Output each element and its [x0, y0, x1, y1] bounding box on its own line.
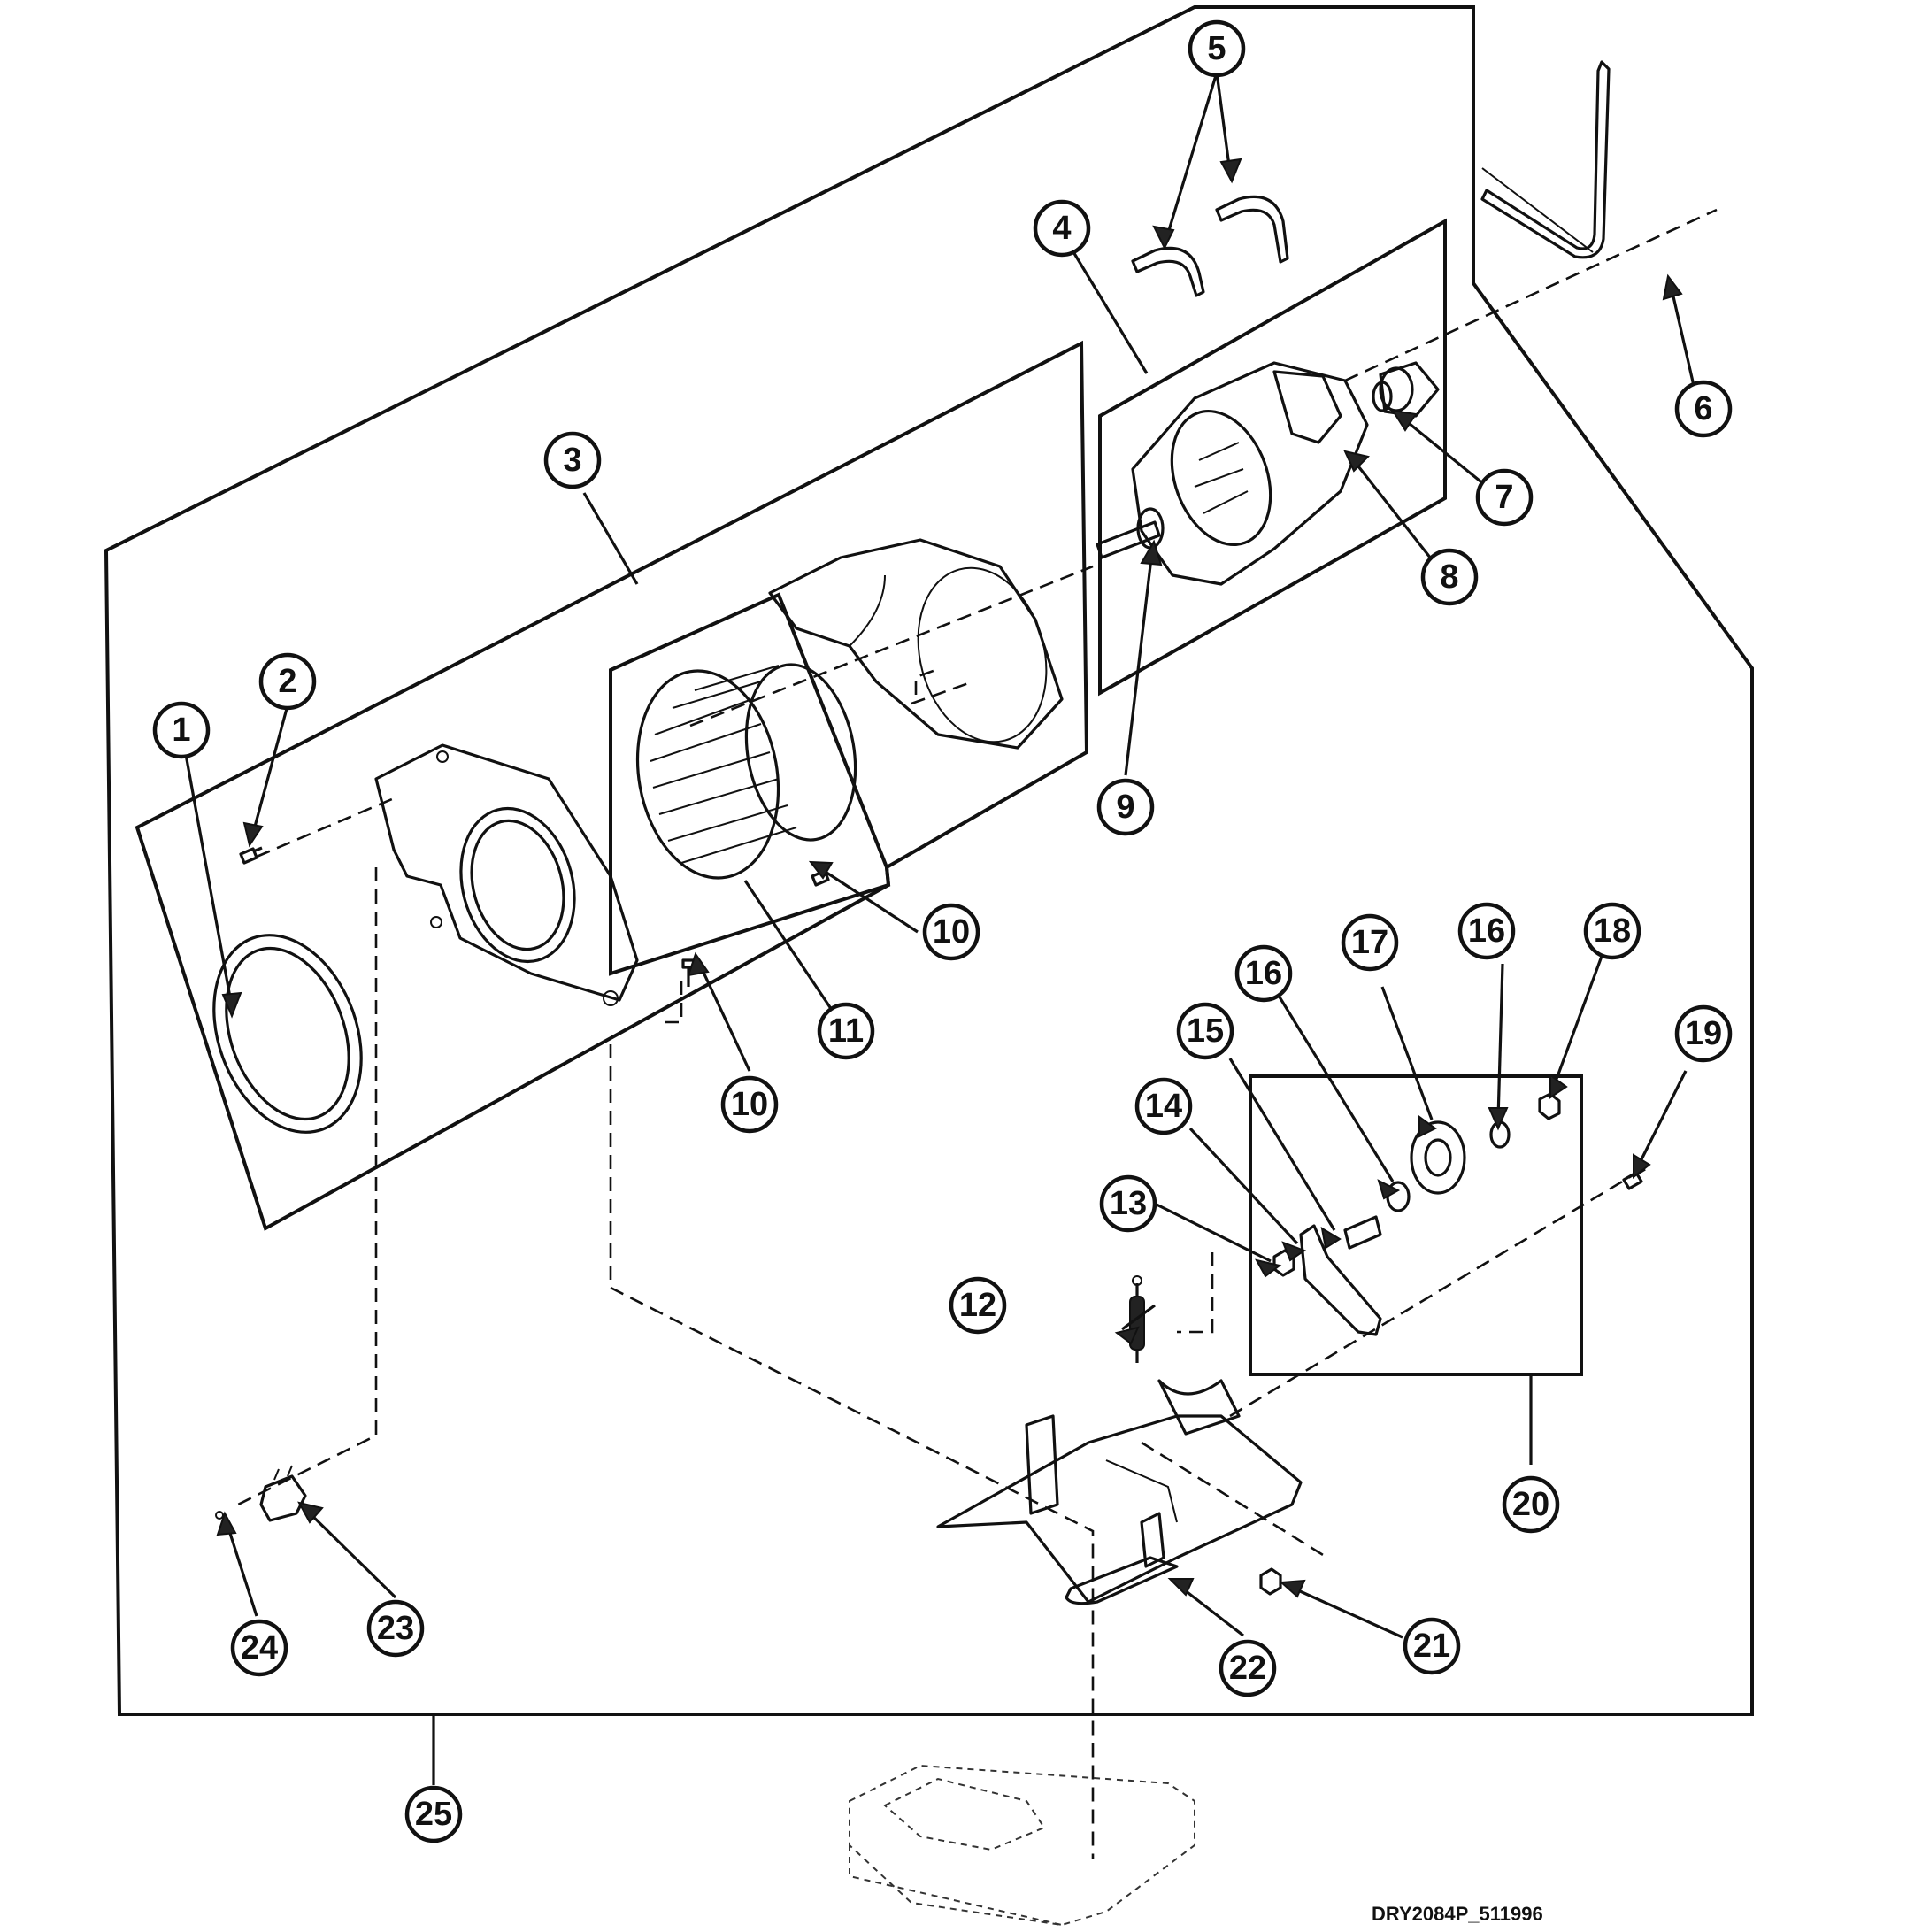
svg-text:3: 3 — [563, 442, 581, 479]
svg-text:15: 15 — [1187, 1012, 1224, 1050]
blower-housing-rear-part — [768, 538, 1064, 750]
callout-12: 12 — [949, 1276, 1007, 1335]
svg-text:13: 13 — [1110, 1185, 1147, 1222]
drawing-code: DRY2084P_511996 — [1372, 1903, 1543, 1925]
callout-3: 3 — [543, 431, 602, 489]
svg-text:11: 11 — [828, 1012, 864, 1050]
callout-10-b: 10 — [720, 1075, 779, 1134]
callout-4: 4 — [1033, 199, 1091, 258]
motor-pulley-part — [1372, 361, 1440, 418]
callout-22: 22 — [1219, 1639, 1277, 1697]
assembly-25-outline — [104, 5, 1754, 1716]
callout-6: 6 — [1674, 380, 1733, 438]
callout-19: 19 — [1674, 1004, 1733, 1063]
callout-1: 1 — [152, 701, 211, 759]
svg-text:8: 8 — [1440, 558, 1458, 596]
drive-motor-part — [1096, 361, 1369, 586]
svg-text:5: 5 — [1207, 30, 1226, 67]
assembly-4-outline — [1098, 218, 1447, 697]
idler-assembly-parts — [1272, 1092, 1561, 1336]
callout-23: 23 — [366, 1599, 425, 1658]
callout-13: 13 — [1099, 1174, 1157, 1233]
svg-text:14: 14 — [1145, 1088, 1182, 1125]
callout-24: 24 — [230, 1619, 288, 1677]
svg-text:16: 16 — [1468, 912, 1505, 950]
svg-text:20: 20 — [1512, 1486, 1549, 1523]
svg-text:4: 4 — [1052, 210, 1071, 247]
svg-text:24: 24 — [241, 1629, 278, 1666]
assembly-11-outline — [609, 592, 891, 976]
callout-21: 21 — [1403, 1617, 1461, 1675]
arrowheads — [216, 158, 1683, 1598]
drive-belt-part — [1480, 60, 1611, 259]
svg-text:17: 17 — [1351, 924, 1388, 961]
leader-lines — [180, 72, 1701, 1785]
callout-11: 11 — [817, 1002, 875, 1060]
assembly-dashed-lines — [234, 208, 1718, 1859]
callout-16-a: 16 — [1234, 944, 1293, 1003]
blower-wheel-part — [635, 663, 857, 880]
svg-text:6: 6 — [1694, 390, 1712, 427]
callout-17: 17 — [1341, 913, 1399, 972]
callout-25: 25 — [404, 1785, 463, 1843]
callout-10-a: 10 — [922, 903, 980, 961]
motor-clamp-part — [1131, 195, 1289, 297]
svg-text:21: 21 — [1413, 1628, 1450, 1665]
assembly-20-outline — [1249, 1074, 1583, 1376]
nut-and-thermostat-parts — [259, 1465, 1282, 1596]
callout-18: 18 — [1583, 902, 1641, 960]
svg-text:23: 23 — [377, 1610, 414, 1647]
svg-text:12: 12 — [959, 1287, 996, 1324]
svg-text:2: 2 — [278, 663, 296, 700]
svg-text:9: 9 — [1116, 789, 1134, 826]
seal-ring-part — [212, 934, 363, 1134]
callout-9: 9 — [1096, 778, 1155, 836]
motor-mount-bracket-part — [936, 1379, 1303, 1605]
svg-text:10: 10 — [933, 913, 970, 951]
callout-5: 5 — [1188, 19, 1246, 78]
svg-text:25: 25 — [415, 1796, 452, 1833]
svg-text:16: 16 — [1245, 955, 1282, 992]
callout-7: 7 — [1475, 468, 1534, 527]
callout-15: 15 — [1176, 1002, 1234, 1060]
svg-text:1: 1 — [172, 712, 190, 749]
svg-text:10: 10 — [731, 1086, 768, 1123]
callout-20: 20 — [1502, 1475, 1560, 1534]
callout-8: 8 — [1420, 548, 1479, 606]
svg-text:22: 22 — [1229, 1650, 1266, 1687]
blower-housing-front-part — [374, 743, 639, 1006]
cabinet-base-ghost — [849, 1764, 1195, 1927]
callout-2: 2 — [258, 652, 317, 711]
svg-text:7: 7 — [1495, 479, 1513, 516]
svg-text:18: 18 — [1594, 912, 1631, 950]
svg-text:19: 19 — [1685, 1015, 1722, 1052]
callout-16-b: 16 — [1457, 902, 1516, 960]
callout-14: 14 — [1134, 1077, 1193, 1135]
